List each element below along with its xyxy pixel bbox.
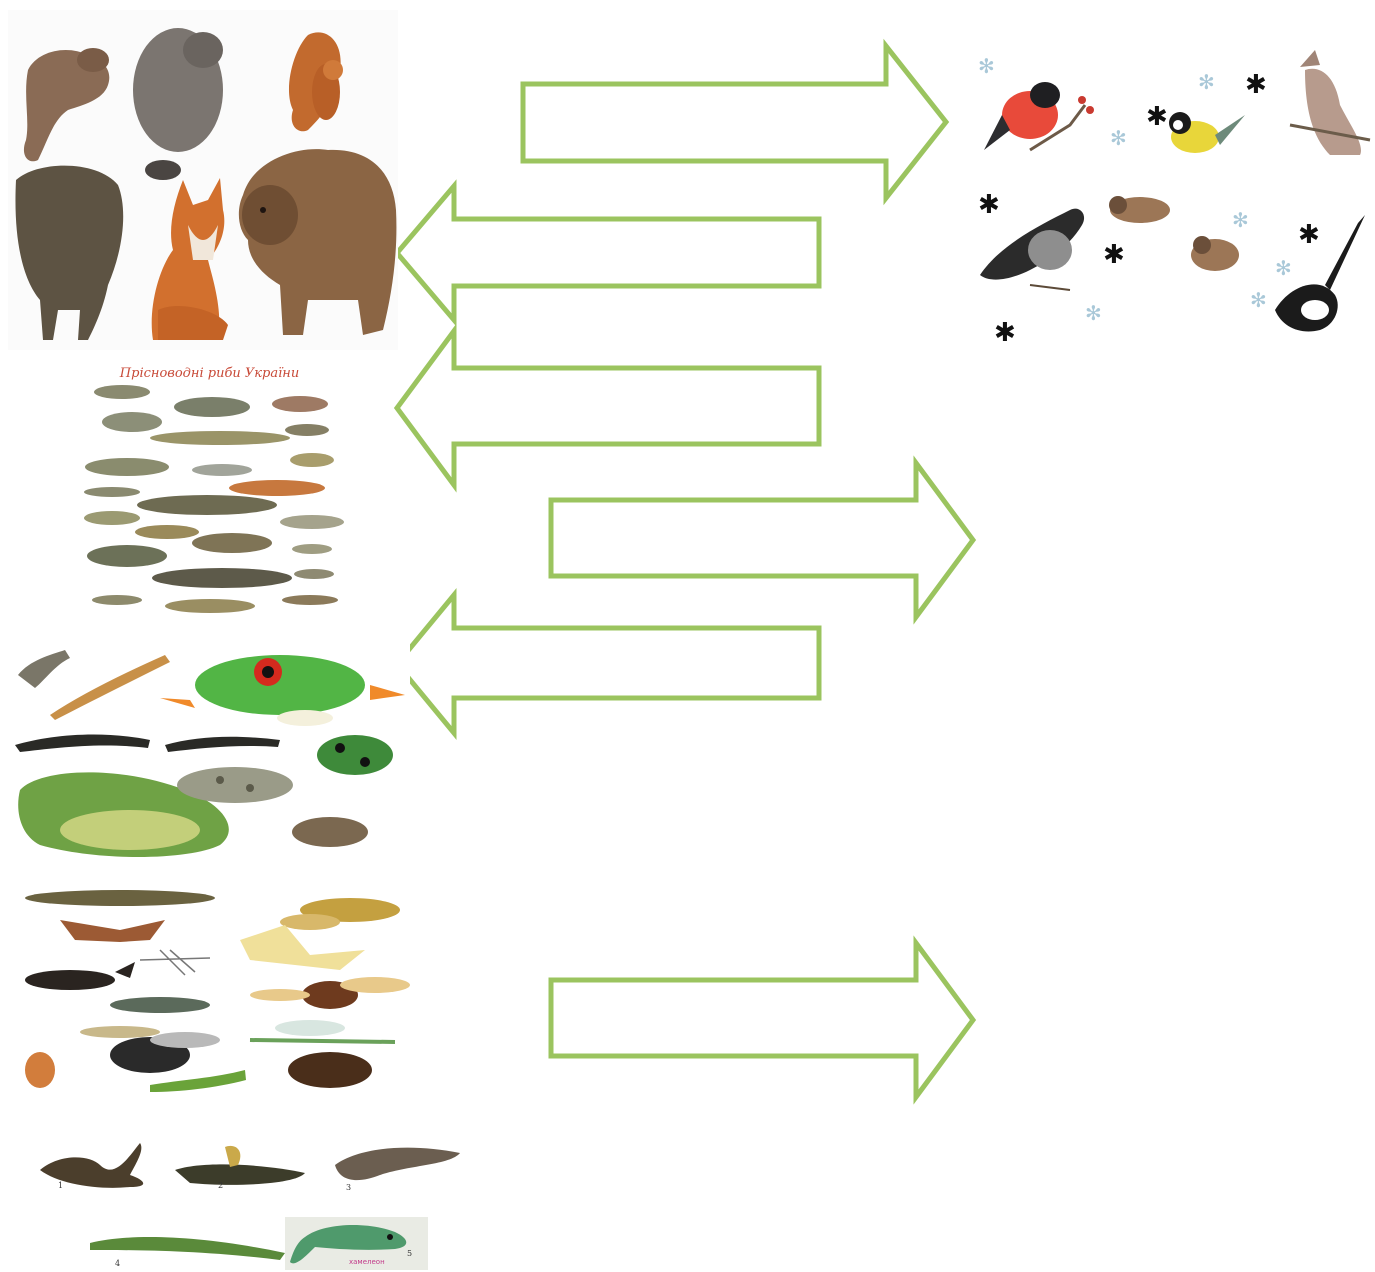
dragonfly-icon	[250, 1020, 395, 1042]
fish-icon	[87, 545, 167, 567]
fish-icon	[85, 458, 169, 476]
snake-icon	[40, 1143, 143, 1188]
arrow-left-icon	[392, 182, 827, 327]
poison-frog-icon	[317, 735, 393, 775]
svg-text:✱: ✱	[1245, 70, 1267, 100]
arrow-right-icon	[546, 938, 981, 1102]
fish-icon	[294, 569, 334, 579]
svg-text:✻: ✻	[1110, 126, 1127, 150]
arrow-left-icon	[392, 590, 827, 738]
fish-icon	[137, 495, 277, 515]
svg-text:✻: ✻	[978, 54, 995, 78]
fish-icon	[282, 595, 338, 605]
sparrow-icon	[1109, 196, 1239, 271]
svg-text:✱: ✱	[1146, 102, 1168, 132]
toad-icon	[292, 817, 368, 847]
svg-text:✻: ✻	[1085, 301, 1102, 325]
fish-icon	[84, 487, 140, 497]
squirrel-icon	[289, 32, 343, 131]
fish-icon	[192, 533, 272, 553]
wasp-icon	[280, 898, 400, 930]
beaver-icon	[133, 28, 223, 180]
fish-icon	[285, 424, 329, 436]
newt-icon	[18, 650, 70, 688]
salamander-icon	[50, 655, 170, 720]
forest-mammals-illustration	[8, 10, 398, 350]
svg-text:✱: ✱	[1103, 240, 1125, 270]
chameleon-caption: хамелеон	[349, 1258, 385, 1266]
fox-icon	[152, 178, 228, 340]
cicada-icon	[110, 997, 210, 1013]
moth-icon	[60, 920, 165, 942]
fish-icon	[84, 511, 140, 525]
amphibians-illustration	[10, 640, 410, 865]
reptile-label-4: 4	[115, 1259, 120, 1268]
fish-icon	[165, 599, 255, 613]
bee-icon	[250, 977, 410, 1009]
svg-text:✻: ✻	[1275, 256, 1292, 280]
otter-icon	[24, 48, 109, 161]
mosquito-icon	[140, 950, 210, 975]
waxwing-icon	[1290, 50, 1370, 155]
crow-icon	[980, 209, 1084, 290]
fish-icon	[150, 431, 290, 445]
termite-icon	[25, 1052, 55, 1088]
fish-icon	[192, 464, 252, 476]
reptile-label-1: 1	[58, 1181, 63, 1190]
fish-icon	[94, 385, 150, 399]
brown-bear-icon	[239, 149, 397, 335]
reptile-label-3: 3	[346, 1183, 351, 1192]
fish-icon	[272, 396, 328, 412]
chameleon-illustration: хамелеон 5	[285, 1217, 428, 1270]
svg-text:✻: ✻	[1232, 208, 1249, 232]
winter-birds-illustration: ✻ ✻ ✻ ✻ ✻ ✻ ✻ ✱ ✱ ✱ ✱ ✱ ✱	[970, 45, 1375, 350]
fish-icon	[92, 595, 142, 605]
fish-icon	[135, 525, 199, 539]
fish-icon	[102, 412, 162, 432]
water-beetle-icon	[288, 1052, 372, 1088]
caterpillar-icon	[150, 1070, 246, 1092]
bullfinch-icon	[984, 82, 1094, 150]
cobra-icon	[175, 1146, 305, 1185]
svg-text:✻: ✻	[1250, 288, 1267, 312]
svg-text:✱: ✱	[978, 190, 1000, 220]
reptiles-illustration: 1 2 3 4 хамелеон 5	[30, 1125, 470, 1270]
butterfly-icon	[240, 925, 365, 970]
fish-icon	[229, 480, 325, 496]
fish-icon	[152, 568, 292, 588]
reptile-label-2: 2	[218, 1181, 223, 1190]
arrow-right-icon	[518, 40, 953, 205]
mole-cricket-icon	[25, 890, 215, 906]
toad-icon	[177, 767, 293, 803]
insects-illustration	[10, 880, 410, 1095]
fish-icon	[292, 544, 332, 554]
viper-icon	[335, 1148, 460, 1180]
stag-beetle-icon	[25, 962, 135, 990]
svg-text:✱: ✱	[994, 318, 1016, 348]
svg-text:✱: ✱	[1298, 220, 1320, 250]
wild-boar-icon	[15, 166, 123, 340]
fish-icon	[174, 397, 250, 417]
fish-icon	[290, 453, 334, 467]
newt-icon	[15, 735, 280, 752]
fish-icon	[280, 515, 344, 529]
freshwater-fish-poster: Прісноводні риби України	[72, 360, 347, 625]
tree-frog-icon	[160, 655, 405, 726]
mayfly-icon	[80, 1026, 160, 1038]
great-tit-icon	[1169, 112, 1245, 153]
reptile-label-5: 5	[407, 1249, 412, 1258]
lizard-icon	[90, 1237, 285, 1260]
fly-icon	[110, 1032, 220, 1073]
svg-text:✻: ✻	[1198, 70, 1215, 94]
